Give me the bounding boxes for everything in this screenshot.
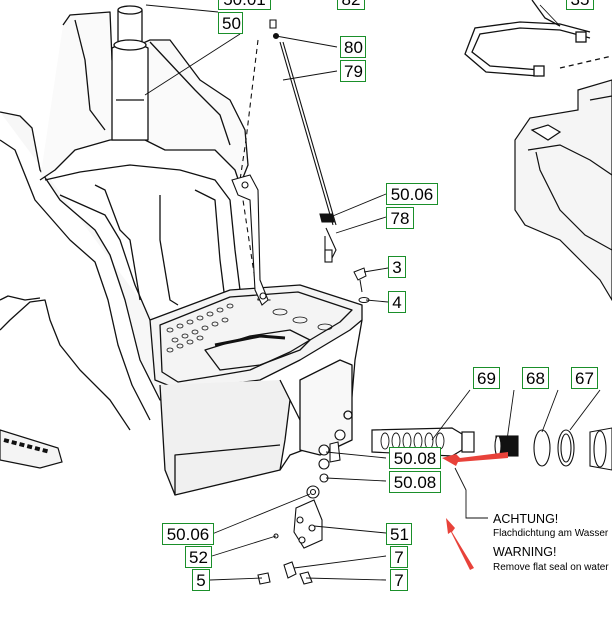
callout-50-08-b: 50.08	[389, 471, 441, 493]
callout-50-06-top: 50.06	[386, 183, 438, 205]
callout-35: 35	[566, 0, 594, 10]
callout-7-b: 7	[390, 569, 408, 591]
callout-3: 3	[388, 256, 406, 278]
callout-80: 80	[340, 36, 366, 58]
fittings-assembly	[257, 429, 346, 585]
callout-5: 5	[192, 569, 210, 591]
callout-82: 82	[337, 0, 365, 10]
tank-body	[0, 5, 363, 496]
warning-text: Remove flat seal on water	[493, 562, 609, 573]
callout-50-01: 50.01	[218, 0, 271, 10]
lever-arm	[231, 174, 269, 306]
leader-lines	[144, 4, 601, 581]
tray-grip-pattern	[166, 303, 333, 353]
callout-68: 68	[522, 367, 549, 389]
callout-4: 4	[388, 291, 406, 313]
callout-50: 50	[218, 12, 243, 34]
callout-50-08-a: 50.08	[389, 447, 441, 469]
achtung-title: ACHTUNG!	[493, 512, 559, 526]
callout-78: 78	[386, 207, 414, 229]
achtung-text: Flachdichtung am Wasser	[493, 528, 609, 539]
callout-7-a: 7	[390, 546, 408, 568]
callout-50-06-bottom: 50.06	[162, 523, 214, 545]
callout-52: 52	[185, 546, 212, 568]
bottom-left-panel	[0, 429, 63, 469]
spring-68	[494, 435, 519, 457]
warning-title: WARNING!	[493, 545, 557, 559]
callout-79: 79	[340, 60, 366, 82]
seal-67	[533, 427, 612, 471]
warning-arrows	[442, 452, 508, 570]
right-housing	[514, 79, 612, 302]
screw-3	[353, 267, 367, 293]
callout-67: 67	[571, 367, 598, 389]
hose-35	[464, 0, 612, 77]
callout-69: 69	[473, 367, 500, 389]
linkage-rod	[239, 19, 337, 301]
callout-51: 51	[386, 523, 412, 545]
